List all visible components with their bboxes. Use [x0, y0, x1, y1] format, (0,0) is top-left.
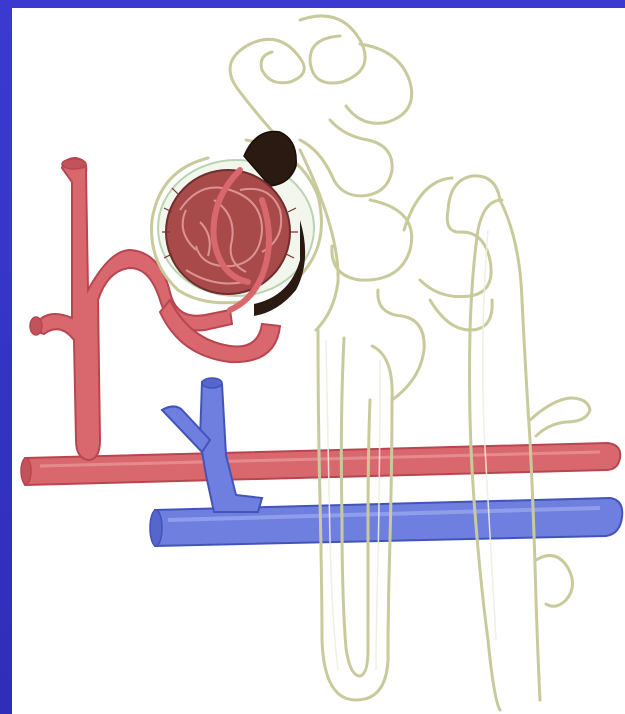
ascending-vein	[200, 379, 262, 512]
tubule-system	[152, 16, 590, 710]
